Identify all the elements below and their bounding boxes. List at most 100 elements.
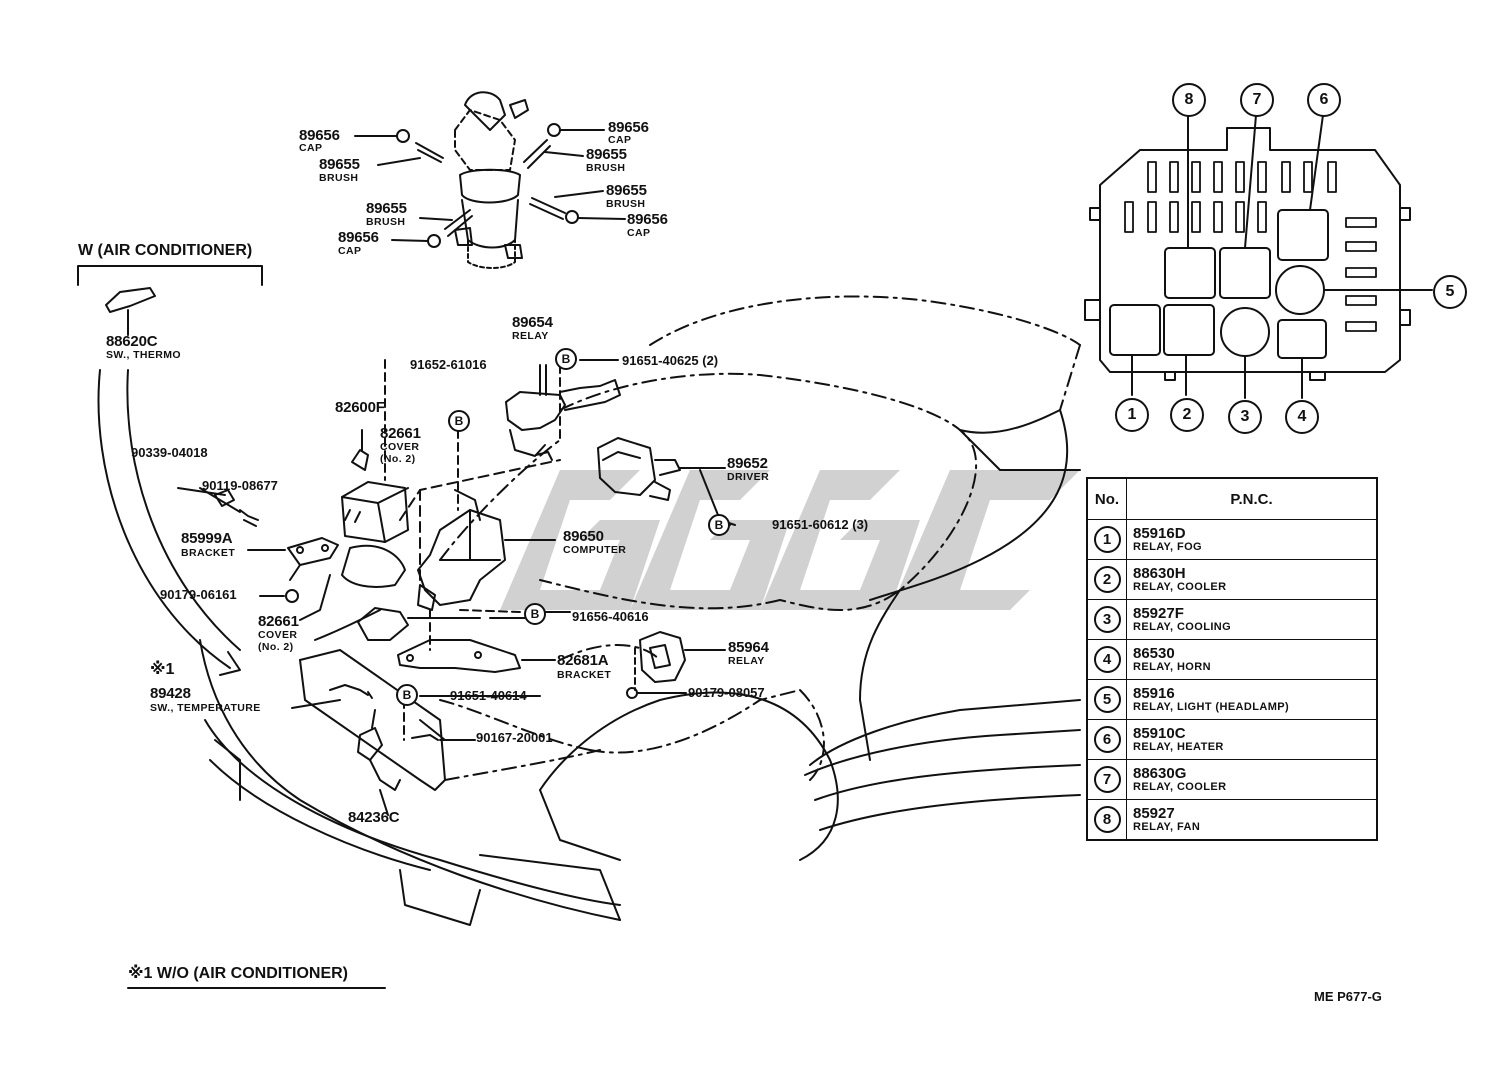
row-pnc-code: 85916D — [1133, 525, 1186, 542]
computer-89650-desc: COMPUTER — [563, 544, 627, 556]
row-pnc-desc: RELAY, FOG — [1133, 541, 1202, 553]
row-pnc-code: 85927F — [1133, 605, 1184, 622]
brush-4-pn: 89655 — [366, 200, 407, 217]
brush-2-desc: BRUSH — [586, 162, 626, 174]
bolt-91651-40614-pn: 91651-40614 — [450, 688, 527, 703]
row-pnc-code: 85916 — [1133, 685, 1175, 702]
relay-89654-pn: 89654 — [512, 314, 553, 331]
driver-89652-pn: 89652 — [727, 455, 768, 472]
callout-6: 6 — [1307, 83, 1341, 117]
watermark-logo — [500, 470, 1080, 610]
b-mark-3: B — [708, 514, 730, 536]
callout-2: 2 — [1170, 398, 1204, 432]
callout-1: 1 — [1115, 398, 1149, 432]
bracket-85999A-desc: BRACKET — [181, 547, 236, 559]
callout-7: 7 — [1240, 83, 1274, 117]
cover-82661-top-desc: COVER — [380, 441, 420, 453]
brush-3-pn: 89655 — [606, 182, 647, 199]
row-number-badge: 5 — [1093, 686, 1121, 713]
b-mark-5: B — [396, 684, 418, 706]
row-number-badge: 4 — [1093, 646, 1121, 673]
car-body-outline — [199, 295, 1081, 926]
brush-1-pn: 89655 — [319, 156, 360, 173]
footnote: ※1 W/O (AIR CONDITIONER) — [128, 965, 348, 982]
cover-82661-low-desc: COVER — [258, 629, 298, 641]
row-number-badge: 6 — [1093, 726, 1121, 753]
distributor-assembly — [454, 91, 529, 269]
drawing-code: ME P677-G — [1314, 989, 1382, 1004]
nut-90339-pn: 90339-04018 — [131, 445, 208, 460]
row-pnc-desc: RELAY, COOLING — [1133, 621, 1232, 633]
thermo-switch-desc: SW., THERMO — [106, 349, 181, 361]
relay-85964-pn: 85964 — [728, 639, 769, 656]
screw-90179-06161-pn: 90179-06161 — [160, 587, 237, 602]
computer-89650-pn: 89650 — [563, 528, 604, 545]
bracket-82681A-desc: BRACKET — [557, 669, 612, 681]
callout-8: 8 — [1172, 83, 1206, 117]
cap-1-pn: 89656 — [299, 127, 340, 144]
row-number-badge: 7 — [1093, 766, 1121, 793]
row-pnc-desc: RELAY, HORN — [1133, 661, 1211, 673]
row-number-badge: 3 — [1093, 606, 1121, 633]
bracket-82681A-pn: 82681A — [557, 652, 609, 669]
row-pnc-desc: RELAY, FAN — [1133, 821, 1201, 833]
cap-2-pn: 89656 — [608, 119, 649, 136]
brush-1-desc: BRUSH — [319, 172, 359, 184]
brush-3-desc: BRUSH — [606, 198, 646, 210]
cover-82661-low-pn: 82661 — [258, 613, 299, 630]
cap-1-desc: CAP — [299, 142, 323, 154]
table-header-row: No. P.N.C. — [1086, 477, 1378, 520]
row-number-badge: 1 — [1093, 526, 1121, 553]
caps-brushes — [354, 123, 626, 248]
brush-2-pn: 89655 — [586, 146, 627, 163]
bolt-91652-pn: 91652-61016 — [410, 357, 487, 372]
screw-90119-pn: 90119-08677 — [202, 478, 278, 493]
row-number-badge: 8 — [1093, 806, 1121, 833]
bolt-91651-60612-pn: 91651-60612 (3) — [772, 517, 869, 532]
bolt-91656-pn: 91656-40616 — [572, 609, 649, 624]
clip-90167-pn: 90167-20001 — [476, 730, 553, 745]
b-mark-1: B — [555, 348, 577, 370]
row-pnc-code: 85927 — [1133, 805, 1175, 822]
brush-4-desc: BRUSH — [366, 216, 406, 228]
ac-bracket — [77, 265, 263, 676]
relay-85964-desc: RELAY — [728, 655, 765, 667]
b-mark-2: B — [448, 410, 470, 432]
b-mark-4: B — [524, 603, 546, 625]
sensor-84236C-pn: 84236C — [348, 809, 400, 826]
cover-82661-top-pn: 82661 — [380, 425, 421, 442]
cap-4-desc: CAP — [338, 245, 362, 257]
components — [177, 359, 736, 816]
cap-3-desc: CAP — [627, 227, 651, 239]
row-pnc-desc: RELAY, LIGHT (HEADLAMP) — [1133, 701, 1290, 713]
bracket-85999A-pn: 85999A — [181, 530, 233, 547]
relay-89654-desc: RELAY — [512, 330, 549, 342]
temp-switch-89428-pn: 89428 — [150, 685, 191, 702]
row-number-badge: 2 — [1093, 566, 1121, 593]
cover-82600F-pn: 82600F — [335, 399, 385, 416]
cover-82661-top-desc2: (No. 2) — [380, 453, 416, 465]
temp-switch-89428-desc: SW., TEMPERATURE — [150, 702, 261, 714]
row-pnc-code: 88630H — [1133, 565, 1186, 582]
cover-82661-low-desc2: (No. 2) — [258, 641, 294, 653]
thermo-switch-pn: 88620C — [106, 333, 158, 350]
callout-5: 5 — [1433, 275, 1467, 309]
row-pnc-code: 85910C — [1133, 725, 1186, 742]
col-pnc-header: P.N.C. — [1126, 477, 1378, 520]
cap-4-pn: 89656 — [338, 229, 379, 246]
col-no-header: No. — [1086, 477, 1127, 520]
callout-3: 3 — [1228, 400, 1262, 434]
cap-2-desc: CAP — [608, 134, 632, 146]
relay-box — [1084, 114, 1433, 399]
driver-89652-desc: DRIVER — [727, 471, 770, 483]
row-pnc-desc: RELAY, COOLER — [1133, 581, 1227, 593]
